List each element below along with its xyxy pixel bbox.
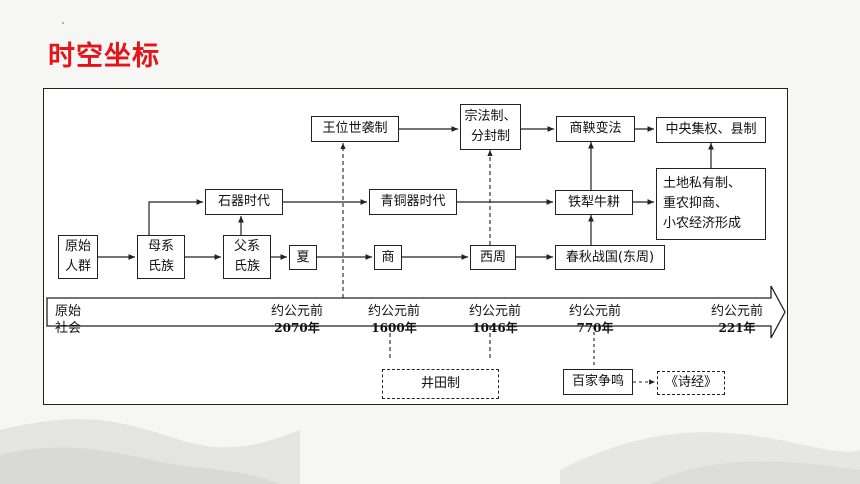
timeline-label-770: 约公元前 770年 xyxy=(568,304,621,335)
node-muxi-shizu: 母系 氏族 xyxy=(137,235,185,279)
node-tudi-siyouzhi: 土地私有制、 重农抑商、 小农经济形成 xyxy=(656,168,766,240)
node-tieli-niugeng: 铁犁牛耕 xyxy=(555,190,633,215)
node-jingtianzhi: 井田制 xyxy=(382,369,499,399)
page-title: 时空坐标 xyxy=(48,41,160,72)
node-wangwei-shixizhi: 王位世袭制 xyxy=(311,116,399,142)
node-xizhou: 西周 xyxy=(470,245,516,270)
connector-lines xyxy=(46,126,786,385)
node-zhongyang-jiquan: 中央集权、县制 xyxy=(656,117,766,143)
timeline-label-221: 约公元前 221年 xyxy=(710,304,763,335)
timeline-label-2070: 约公元前 2070年 xyxy=(270,304,323,335)
node-shiqi-shidai: 石器时代 xyxy=(205,189,283,215)
node-chunqiu-zhanguo: 春秋战国(东周) xyxy=(555,245,665,270)
decorative-dot xyxy=(62,22,64,24)
node-yuanshi-renqun: 原始 人群 xyxy=(58,235,98,279)
node-zongfa-fenfeng: 宗法制、 分封制 xyxy=(460,104,521,150)
timeline-start-label: 原始 社会 xyxy=(55,304,82,336)
node-baijia-zhengming: 百家争鸣 xyxy=(563,369,633,395)
timeline-arrow xyxy=(46,285,786,339)
node-shangyang-bianfa: 商鞅变法 xyxy=(556,116,635,142)
node-fuxi-shizu: 父系 氏族 xyxy=(223,235,271,279)
node-shijing: 《诗经》 xyxy=(657,371,725,395)
node-xia: 夏 xyxy=(289,245,317,270)
node-shang: 商 xyxy=(374,245,402,270)
timeline-label-1600: 约公元前 1600年 xyxy=(367,304,420,335)
timeline-label-1046: 约公元前 1046年 xyxy=(468,304,521,335)
node-qingtongqi-shidai: 青铜器时代 xyxy=(369,189,457,215)
